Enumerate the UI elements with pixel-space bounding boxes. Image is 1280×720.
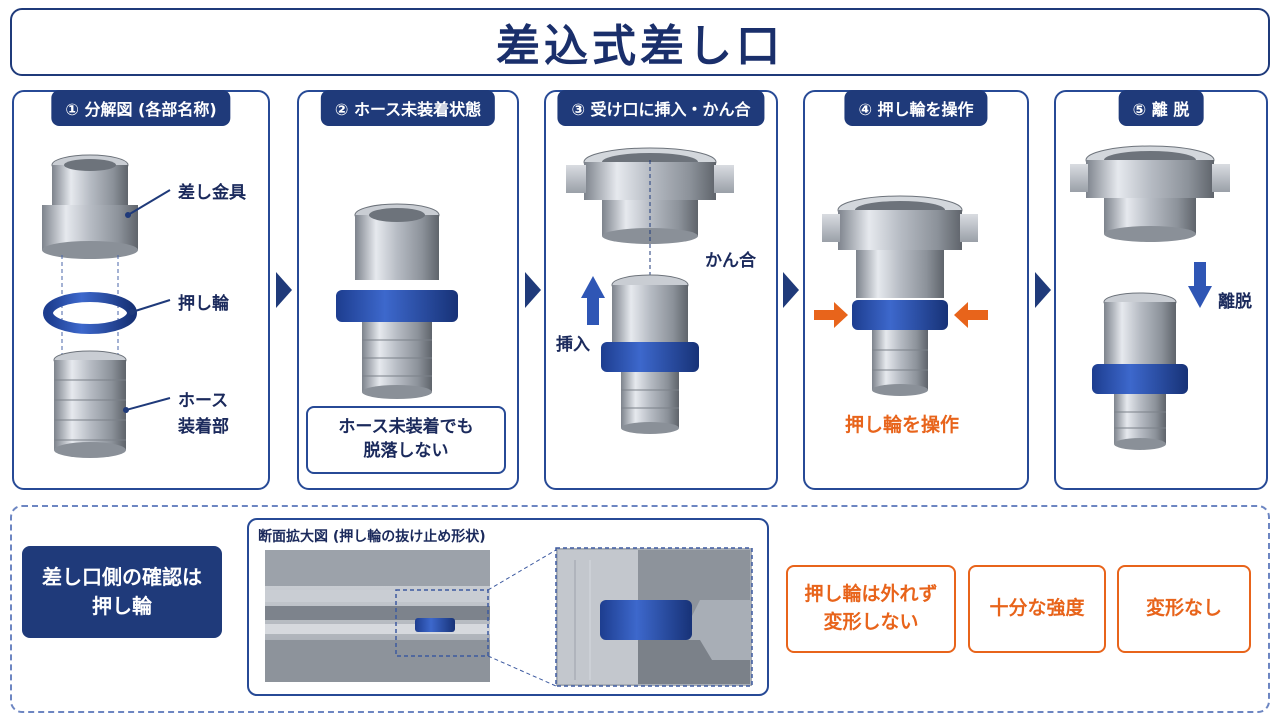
page-title: 差込式差し口 [496, 21, 784, 72]
cross-section-frame [247, 518, 769, 696]
note-line: ホース未装着でも [338, 417, 474, 438]
panel-header: ⑤ 離 脱 [1118, 90, 1204, 126]
confirm-line: 差し口側の確認は [42, 565, 202, 589]
label-push-ring: 押し輪 [178, 294, 229, 314]
bottom-section [10, 505, 1270, 713]
cross-section-title: 断面拡大図 (押し輪の抜け止め形状) [258, 529, 486, 545]
step-arrow-icon [525, 272, 541, 308]
confirm-line: 押し輪 [92, 594, 152, 618]
feature-no-detach: 押し輪は外れず 変形しない [786, 565, 956, 653]
title-box: 差込式差し口 [10, 8, 1270, 76]
feature-line: 変形しない [823, 611, 919, 633]
label-hose: ホース [178, 391, 229, 411]
label-fitting: 差し金具 [178, 183, 246, 203]
step-arrow-icon [276, 272, 292, 308]
confirm-box: 差し口側の確認は 押し輪 [22, 546, 222, 638]
label-mount: 装着部 [178, 417, 229, 437]
panel-header: ④ 押し輪を操作 [844, 90, 988, 126]
feature-line: 押し輪は外れず [804, 583, 938, 606]
note-box: ホース未装着でも 脱落しない [306, 406, 506, 474]
step-arrow-icon [783, 272, 799, 308]
feature-line: 十分な強度 [989, 597, 1085, 620]
step-arrow-icon [1035, 272, 1051, 308]
label-detach: 離脱 [1218, 292, 1252, 312]
panel-no-hose: ② ホース未装着状態 [297, 90, 519, 490]
label-mate: かん合 [705, 251, 756, 271]
feature-strength: 十分な強度 [968, 565, 1106, 653]
panel-header: ① 分解図 (各部名称) [51, 90, 231, 126]
label-operate-ring: 押し輪を操作 [845, 414, 960, 436]
panel-header: ② ホース未装着状態 [320, 90, 496, 126]
label-insert: 挿入 [556, 335, 590, 355]
feature-no-deform: 変形なし [1117, 565, 1251, 653]
feature-line: 変形なし [1145, 597, 1222, 620]
panel-header: ③ 受け口に挿入・かん合 [557, 90, 765, 126]
note-line: 脱落しない [363, 441, 449, 461]
